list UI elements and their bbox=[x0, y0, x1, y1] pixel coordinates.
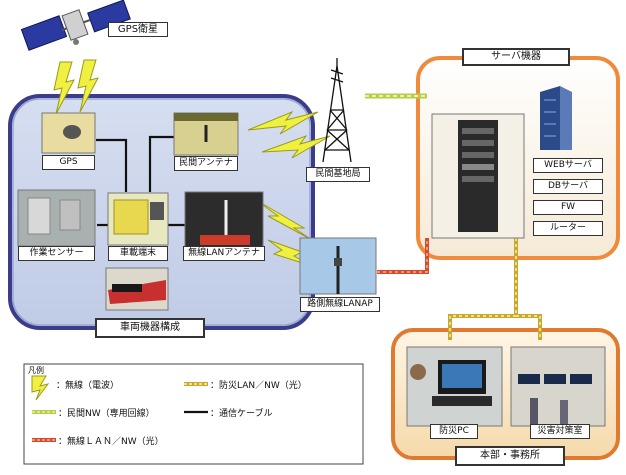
building-icon bbox=[540, 86, 572, 150]
legend-bolt-icon bbox=[31, 375, 50, 401]
vehicle-config-title: 車両機器構成 bbox=[95, 318, 205, 338]
legend-wireless-radio: ：無線（電波） bbox=[56, 381, 120, 391]
legend-comm-cable: ：通信ケーブル bbox=[210, 409, 273, 419]
disaster-room-label: 災害対策室 bbox=[530, 424, 590, 439]
wlan-antenna-label: 無線LANアンテナ bbox=[183, 246, 265, 261]
disaster-pc-label: 防災PC bbox=[430, 424, 478, 439]
web-server-label: WEBサーバ bbox=[533, 158, 603, 173]
comm-cables bbox=[96, 135, 186, 227]
antenna-photo bbox=[173, 112, 239, 156]
server-title: サーバ機器 bbox=[462, 48, 570, 66]
roadside-ap-photo bbox=[299, 237, 377, 295]
legend-private-nw: ：民間NW（専用回線） bbox=[58, 409, 155, 419]
vehicle-terminal-label: 車載端末 bbox=[108, 246, 168, 261]
work-sensor-label: 作業センサー bbox=[18, 246, 95, 261]
hq-title: 本部・事務所 bbox=[455, 446, 565, 466]
gps-satellite-label: GPS衛星 bbox=[108, 22, 168, 37]
router-label: ルーター bbox=[533, 221, 603, 236]
gps-label: GPS bbox=[42, 155, 95, 170]
sensor-photo bbox=[17, 189, 96, 247]
cell-tower-icon bbox=[322, 58, 352, 163]
legend-wlan-nw: ：無線ＬＡＮ／NW（光） bbox=[58, 437, 164, 447]
db-server-label: DBサーバ bbox=[533, 179, 603, 194]
legend-disaster-lan: ：防災LAN／NW（光） bbox=[210, 381, 307, 391]
legend-title: 凡例 bbox=[28, 366, 44, 375]
legend-box bbox=[23, 363, 364, 465]
terminal-photo bbox=[107, 192, 169, 246]
roadside-ap-label: 路側無線LANAP bbox=[300, 297, 380, 312]
base-station-label: 民間基地局 bbox=[306, 167, 370, 182]
vehicle-photo bbox=[105, 267, 169, 311]
disaster-room-photo bbox=[510, 346, 606, 427]
disaster-pc-photo bbox=[406, 346, 503, 427]
fw-label: FW bbox=[533, 200, 603, 215]
wlan-antenna-photo bbox=[184, 191, 264, 248]
private-antenna-label: 民間アンテナ bbox=[174, 156, 238, 171]
gps-photo bbox=[41, 112, 96, 154]
server-rack-photo bbox=[431, 113, 525, 239]
